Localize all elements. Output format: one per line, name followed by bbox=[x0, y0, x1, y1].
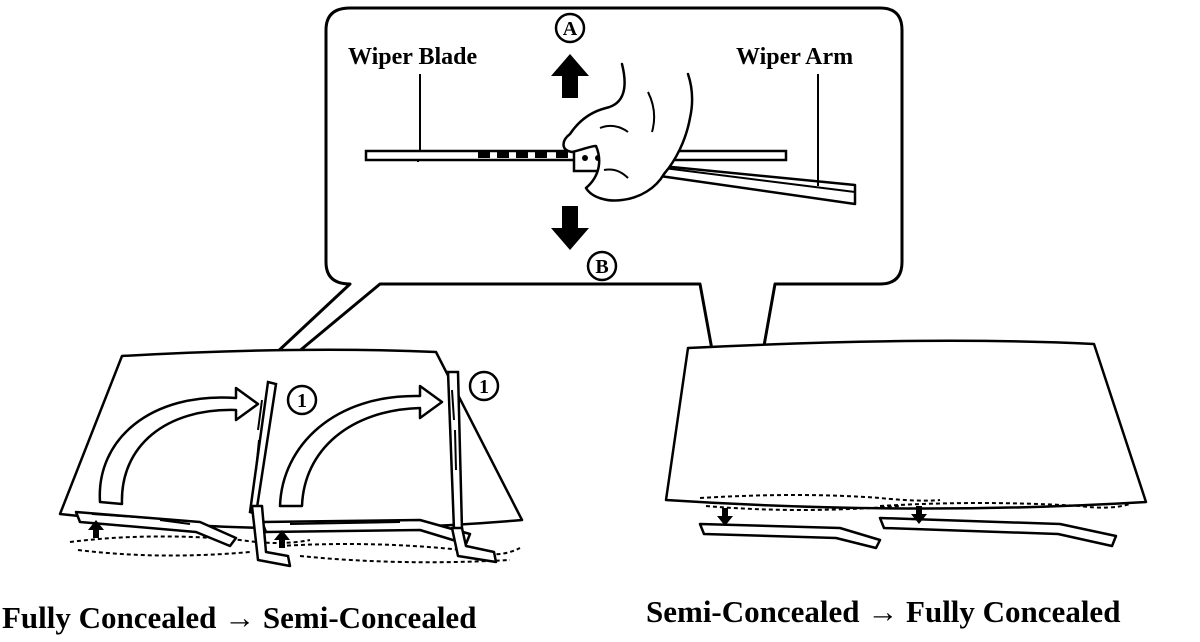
right-caption: Semi-Concealed → Fully Concealed bbox=[646, 594, 1120, 629]
left-wiper-parked bbox=[74, 510, 238, 548]
arrow-up-icon bbox=[551, 54, 589, 98]
left-caption: Fully Concealed → Semi-Concealed bbox=[2, 600, 476, 635]
right-wiper-raised bbox=[446, 370, 498, 564]
arrow-down-icon bbox=[551, 206, 589, 250]
svg-text:A: A bbox=[563, 18, 578, 40]
wiper-arm-label: Wiper Arm bbox=[736, 44, 853, 70]
hand-icon bbox=[562, 62, 694, 202]
arrow-up-icon bbox=[88, 520, 104, 538]
arrow-down-icon bbox=[911, 506, 927, 524]
svg-text:B: B bbox=[595, 256, 608, 278]
svg-text:1: 1 bbox=[479, 376, 489, 398]
marker-b: B bbox=[586, 250, 618, 282]
right-windshield bbox=[664, 339, 1148, 510]
step-marker-left: 1 bbox=[286, 384, 318, 416]
left-wiper-raised bbox=[248, 380, 292, 568]
marker-a: A bbox=[554, 12, 586, 44]
curved-arrow-icon bbox=[98, 384, 444, 508]
wiper-blade-label: Wiper Blade bbox=[348, 44, 477, 70]
arrow-down-icon bbox=[717, 508, 733, 526]
step-marker-right: 1 bbox=[468, 370, 500, 402]
right-panel-wipers bbox=[698, 516, 1118, 550]
arrow-up-icon bbox=[274, 530, 290, 548]
right-concealed-positions bbox=[699, 494, 1131, 511]
svg-text:1: 1 bbox=[297, 390, 307, 412]
